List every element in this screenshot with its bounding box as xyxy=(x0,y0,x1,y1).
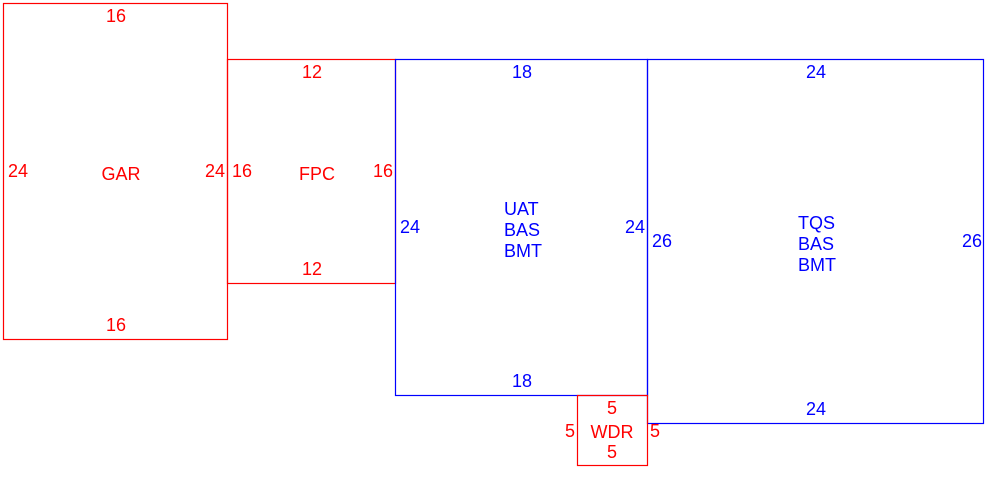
fpc-label: FPC xyxy=(299,164,335,184)
tqs-left-dimension: 26 xyxy=(652,231,672,251)
fpc-left-dimension: 16 xyxy=(232,161,252,181)
fpc-bottom-dimension: 12 xyxy=(302,259,322,279)
gar-label: GAR xyxy=(101,164,140,184)
room-fpc[interactable]: 12 12 16 16 FPC xyxy=(226,58,397,285)
tqs-bottom-dimension: 24 xyxy=(806,399,826,419)
gar-left-dimension: 24 xyxy=(8,161,28,181)
tqs-right-dimension: 26 xyxy=(962,231,982,251)
tqs-label-line-2: BAS xyxy=(798,234,834,254)
fpc-right-dimension: 16 xyxy=(373,161,393,181)
uat-top-dimension: 18 xyxy=(512,62,532,82)
room-wdr-outline xyxy=(576,394,649,467)
uat-label-line-2: BAS xyxy=(504,220,540,240)
wdr-left-dimension: 5 xyxy=(565,421,575,441)
tqs-top-dimension: 24 xyxy=(806,62,826,82)
room-wdr[interactable]: 5 5 5 5 WDR xyxy=(565,394,660,467)
wdr-top-dimension: 5 xyxy=(607,398,617,418)
room-uat[interactable]: 18 18 24 24 UAT BAS BMT xyxy=(394,58,649,397)
uat-label-line-3: BMT xyxy=(504,241,542,261)
tqs-label-line-1: TQS xyxy=(798,213,835,233)
tqs-label-line-3: BMT xyxy=(798,255,836,275)
uat-right-dimension: 24 xyxy=(625,217,645,237)
uat-label-line-1: UAT xyxy=(504,199,539,219)
room-gar[interactable]: 16 16 24 24 GAR xyxy=(2,2,229,341)
fpc-top-dimension: 12 xyxy=(302,62,322,82)
gar-bottom-dimension: 16 xyxy=(106,315,126,335)
room-tqs-outline xyxy=(646,58,985,425)
wdr-right-dimension: 5 xyxy=(650,421,660,441)
uat-bottom-dimension: 18 xyxy=(512,371,532,391)
wdr-bottom-dimension: 5 xyxy=(607,442,617,462)
gar-right-dimension: 24 xyxy=(205,161,225,181)
gar-top-dimension: 16 xyxy=(106,6,126,26)
wdr-label: WDR xyxy=(591,422,634,442)
uat-left-dimension: 24 xyxy=(400,217,420,237)
room-tqs[interactable]: 24 24 26 26 TQS BAS BMT xyxy=(646,58,985,425)
